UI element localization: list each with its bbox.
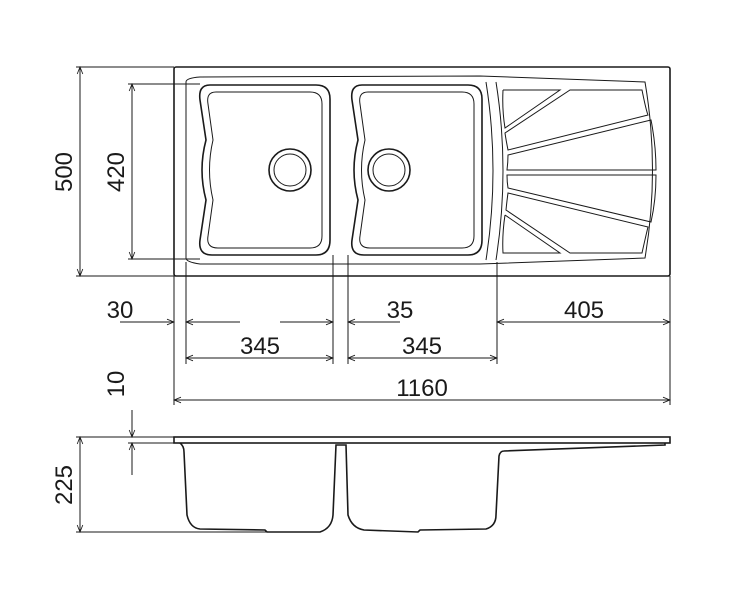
side-view (173, 436, 671, 533)
drainer-ribs (485, 81, 657, 261)
dim-bowl-height: 225 (51, 465, 78, 505)
dim-bowl1-width: 345 (240, 333, 280, 360)
dim-total-width: 1160 (396, 375, 448, 402)
dim-bowl2-width: 345 (402, 333, 442, 360)
drain-left (268, 148, 312, 192)
dim-rim-thickness: 10 (103, 371, 130, 398)
bowl-right (350, 84, 483, 256)
dim-total-depth: 500 (51, 152, 78, 192)
dim-bowl-depth: 420 (103, 152, 130, 192)
dimension-lines (80, 67, 670, 532)
drain-right (367, 148, 411, 192)
top-view (173, 66, 671, 277)
dim-divider: 35 (387, 297, 414, 324)
dim-drainer-width: 405 (564, 297, 604, 324)
outer-outline (173, 66, 671, 277)
extension-lines (76, 66, 671, 533)
inner-outline (185, 75, 653, 265)
side-profile (179, 442, 666, 533)
dim-left-margin: 30 (107, 297, 134, 324)
bowl-left (198, 84, 331, 256)
